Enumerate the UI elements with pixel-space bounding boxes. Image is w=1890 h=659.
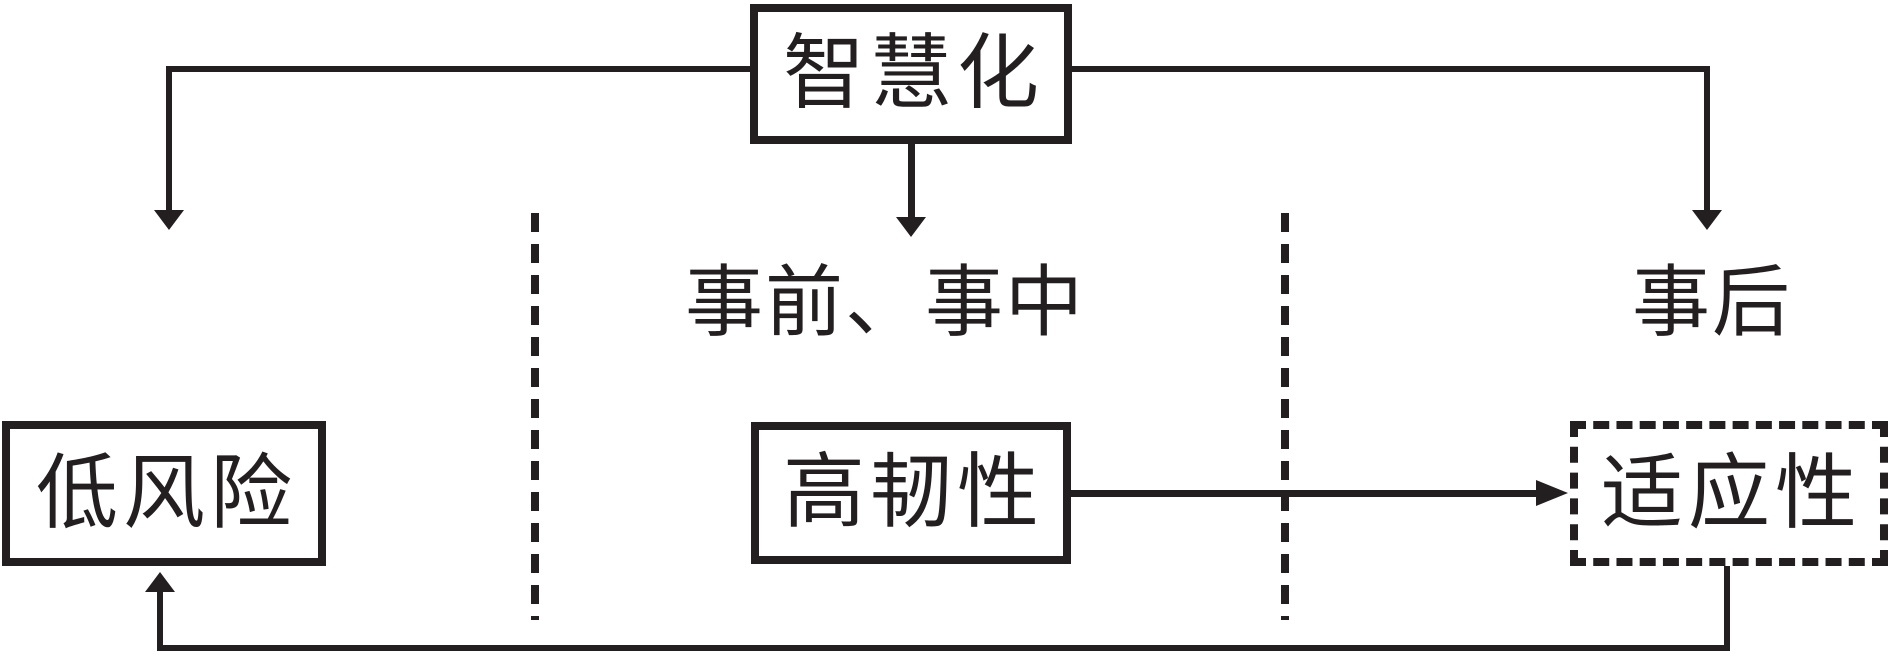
right-dashed-divider — [1281, 213, 1289, 620]
left-dashed-divider — [531, 213, 539, 620]
node-high-resilience: 高韧性 — [751, 422, 1071, 564]
edge-smart-to-center-vertical — [908, 143, 915, 221]
stage-label-post: 事后 — [1631, 258, 1792, 348]
arrowhead-up-icon — [145, 572, 175, 592]
arrowhead-down-left-icon — [154, 210, 184, 230]
node-smartification-label: 智慧化 — [782, 26, 1044, 121]
arrowhead-down-center-icon — [896, 217, 926, 237]
edge-feedback-bottom-horizontal — [157, 645, 1730, 651]
node-adaptability-label: 适应性 — [1600, 445, 1862, 541]
edge-smart-to-post-vertical — [1704, 66, 1710, 214]
stage-label-pre-and-mid: 事前、事中 — [684, 258, 1085, 348]
node-low-risk-label: 低风险 — [35, 445, 297, 541]
edge-smart-to-lowrisk-horizontal — [166, 66, 752, 72]
node-smartification: 智慧化 — [750, 4, 1072, 144]
edge-feedback-right-vertical — [1724, 564, 1730, 650]
arrowhead-right-icon — [1536, 480, 1568, 506]
node-adaptability: 适应性 — [1570, 421, 1888, 566]
edge-feedback-left-vertical — [157, 588, 163, 650]
arrowhead-down-right-icon — [1692, 210, 1722, 230]
node-low-risk: 低风险 — [2, 421, 326, 566]
edge-resilience-to-adaptability-shaft — [1071, 490, 1541, 497]
edge-smart-to-lowrisk-vertical — [166, 66, 172, 214]
edge-smart-to-post-horizontal — [1070, 66, 1710, 72]
node-high-resilience-label: 高韧性 — [782, 445, 1044, 540]
